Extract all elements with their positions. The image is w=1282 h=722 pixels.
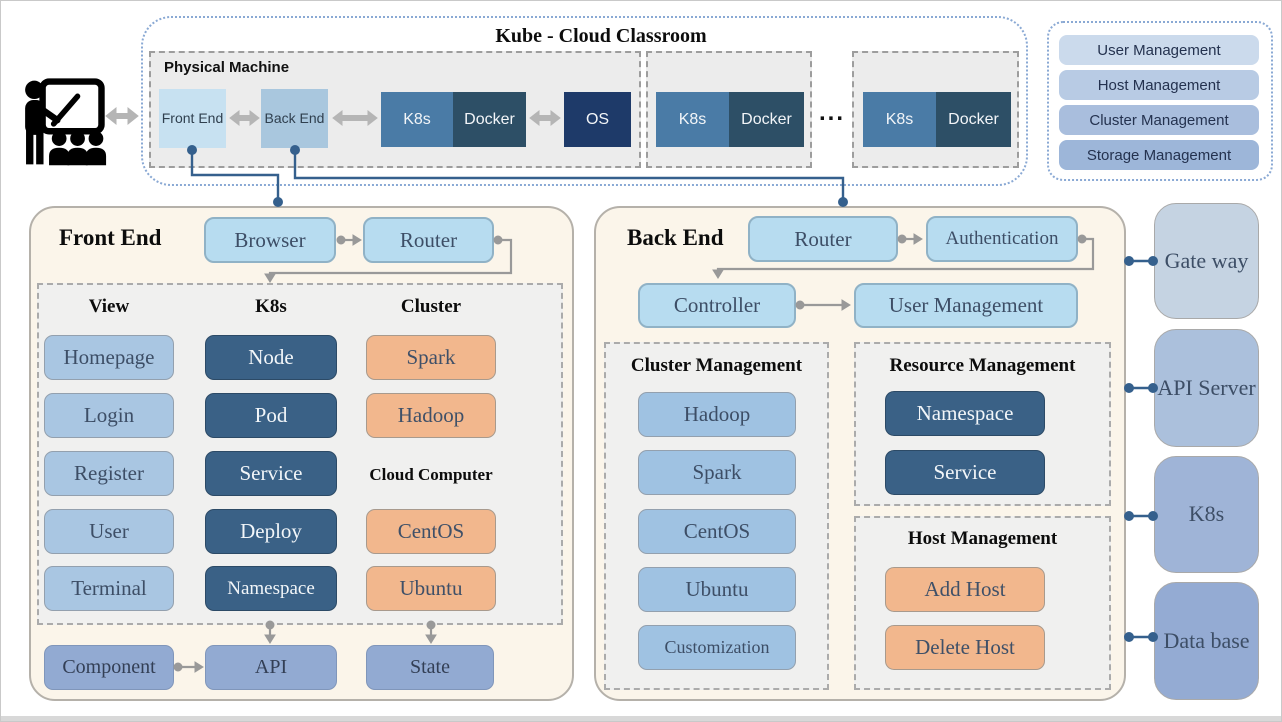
view-item-user: User [44, 509, 174, 554]
physical-back-end-chip: Back End [261, 89, 328, 148]
physical-machine-label: Physical Machine [164, 59, 290, 76]
node2-docker-chip: Docker [729, 92, 804, 147]
node2-k8s-chip: K8s [656, 92, 729, 147]
rail-k8s: K8s [1154, 456, 1259, 573]
node3-k8s-chip: K8s [863, 92, 936, 147]
link-gateway [1124, 256, 1158, 266]
teacher-classroom-icon [15, 74, 107, 171]
view-column-header: View [88, 296, 130, 317]
cluster-item-spark: Spark [366, 335, 496, 380]
rail-api-server: API Server [1154, 329, 1259, 447]
rm-item-service: Service [885, 450, 1045, 495]
node1-os-chip: OS [564, 92, 631, 147]
node1-k8s-chip: K8s [381, 92, 453, 147]
legend-storage-management: Storage Management [1059, 140, 1259, 170]
hm-item-delete-host: Delete Host [885, 625, 1045, 670]
authentication-node: Authentication [926, 216, 1078, 262]
k8s-item-pod: Pod [205, 393, 337, 438]
cluster-item-centos: CentOS [366, 509, 496, 554]
router-node-frontend: Router [363, 217, 494, 263]
physical-front-end-chip: Front End [159, 89, 226, 148]
api-node: API [205, 645, 337, 690]
node3-docker-chip: Docker [936, 92, 1011, 147]
front-end-title: Front End [59, 225, 162, 250]
cluster-management-header: Cluster Management [630, 355, 803, 376]
k8s-item-node: Node [205, 335, 337, 380]
browser-node: Browser [204, 217, 336, 263]
cluster-item-ubuntu: Ubuntu [366, 566, 496, 611]
cm-item-spark: Spark [638, 450, 796, 495]
cm-item-customization: Customization [638, 625, 796, 670]
view-item-login: Login [44, 393, 174, 438]
link-k8s [1124, 511, 1158, 521]
k8s-column-header: K8s [255, 296, 287, 317]
link-database [1124, 632, 1158, 642]
cm-item-centos: CentOS [638, 509, 796, 554]
resource-management-header: Resource Management [889, 355, 1076, 376]
back-end-title: Back End [627, 225, 724, 250]
kube-cloud-classroom-title: Kube - Cloud Classroom [495, 24, 707, 47]
cm-item-ubuntu: Ubuntu [638, 567, 796, 612]
view-item-homepage: Homepage [44, 335, 174, 380]
double-arrow-teacher-classroom [105, 106, 139, 126]
rail-gateway: Gate way [1154, 203, 1259, 319]
node1-docker-chip: Docker [453, 92, 526, 147]
rail-database: Data base [1154, 582, 1259, 700]
legend-user-management: User Management [1059, 35, 1259, 65]
legend-cluster-management: Cluster Management [1059, 105, 1259, 135]
k8s-item-service: Service [205, 451, 337, 496]
cluster-column-header: Cluster [400, 296, 462, 317]
cluster-item-hadoop: Hadoop [366, 393, 496, 438]
k8s-item-namespace: Namespace [205, 566, 337, 611]
component-node: Component [44, 645, 174, 690]
bottom-window-strip [1, 716, 1281, 721]
view-item-register: Register [44, 451, 174, 496]
link-api-server [1124, 383, 1158, 393]
user-management-node: User Management [854, 283, 1078, 328]
more-nodes-ellipsis: ... [818, 99, 845, 126]
hm-item-add-host: Add Host [885, 567, 1045, 612]
router-node-backend: Router [748, 216, 898, 262]
controller-node: Controller [638, 283, 796, 328]
state-node: State [366, 645, 494, 690]
host-management-header: Host Management [907, 528, 1058, 549]
view-item-terminal: Terminal [44, 566, 174, 611]
cm-item-hadoop: Hadoop [638, 392, 796, 437]
cloud-computer-label: Cloud Computer [369, 465, 493, 485]
rm-item-namespace: Namespace [885, 391, 1045, 436]
legend-host-management: Host Management [1059, 70, 1259, 100]
k8s-item-deploy: Deploy [205, 509, 337, 554]
